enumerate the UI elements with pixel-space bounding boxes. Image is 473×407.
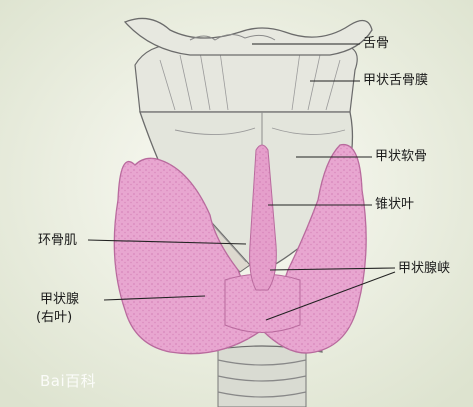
label-thyrohyoid-membrane: 甲状舌骨膜 (363, 73, 428, 89)
label-isthmus: 甲状腺峡 (398, 261, 450, 277)
trachea (218, 345, 306, 407)
watermark: Bai百科 (40, 370, 96, 391)
label-thyroid-cartilage: 甲状软骨 (375, 149, 427, 165)
label-right-lobe: (右叶) (36, 310, 72, 326)
label-pyramidal-lobe: 锥状叶 (375, 197, 414, 213)
label-cricothyroid: 环骨肌 (38, 233, 77, 249)
label-thyroid-gland: 甲状腺 (40, 292, 79, 308)
label-hyoid: 舌骨 (363, 36, 389, 52)
